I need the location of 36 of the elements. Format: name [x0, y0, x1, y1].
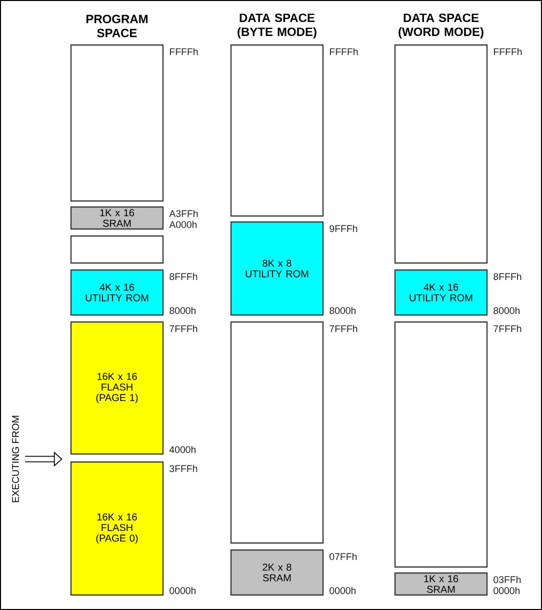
- memory-block: 1K x 16 SRAM: [394, 572, 488, 596]
- address-label: 8FFFh: [494, 272, 522, 280]
- address-label: 7FFFh: [170, 325, 198, 332]
- address-label: 9FFFh: [330, 224, 358, 232]
- address-label: FFFFh: [170, 48, 198, 56]
- memory-block: [70, 44, 164, 202]
- address-label: A3FFh: [169, 210, 198, 218]
- address-label: 3FFFh: [170, 464, 198, 472]
- memory-block: 16K x 16 FLASH (PAGE 1): [70, 321, 164, 455]
- memory-block: 2K x 8 SRAM: [230, 549, 324, 596]
- address-label: 07FFh: [330, 552, 357, 560]
- address-label: FFFFh: [330, 48, 358, 56]
- address-label: 0000h: [330, 586, 356, 594]
- address-label: 0000h: [494, 586, 520, 594]
- memory-block: 4K x 16 UTILITY ROM: [394, 269, 488, 316]
- memory-block: 1K x 16 SRAM: [70, 206, 164, 230]
- memory-block: [230, 44, 324, 217]
- address-label: 8000h: [494, 306, 520, 314]
- address-label: 7FFFh: [330, 325, 358, 332]
- address-label: 0000h: [170, 586, 196, 594]
- address-label: 7FFFh: [494, 325, 522, 332]
- memory-block: [230, 321, 324, 544]
- memory-block: 8K x 8 UTILITY ROM: [230, 221, 324, 316]
- address-label: 8000h: [330, 306, 356, 314]
- memory-block: [394, 44, 488, 264]
- address-label: 03FFh: [494, 576, 521, 584]
- address-label: FFFFh: [494, 48, 522, 56]
- memory-block: 16K x 16 FLASH (PAGE 0): [70, 461, 164, 596]
- address-label: 8000h: [170, 306, 196, 314]
- address-label: 8FFFh: [170, 272, 198, 280]
- memory-block: 4K x 16 UTILITY ROM: [70, 269, 164, 316]
- address-label: 4000h: [169, 446, 196, 454]
- memory-block: [70, 235, 164, 264]
- side-label: EXECUTING FROM: [12, 416, 19, 502]
- address-label: A000h: [169, 220, 197, 228]
- memory-block: [394, 321, 488, 568]
